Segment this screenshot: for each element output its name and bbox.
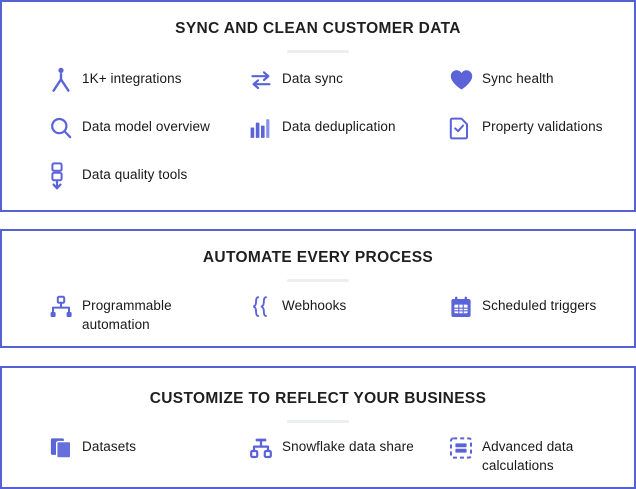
panel-customize-to-reflect-your-business: CUSTOMIZE TO REFLECT YOUR BUSINESS Datas…	[0, 366, 636, 489]
calendar-icon	[449, 292, 475, 322]
panel-gap	[0, 212, 636, 229]
feature-label: Scheduled triggers	[482, 298, 597, 313]
dashed-frame-bars-icon	[449, 433, 475, 463]
feature-item-datasets[interactable]: Datasets	[49, 431, 249, 479]
feature-label: Datasets	[82, 439, 137, 454]
title-divider	[287, 50, 349, 53]
feature-grid: 1K+ integrations Data sync	[2, 63, 634, 207]
feature-label: 1K+ integrations	[82, 71, 182, 86]
feature-item-1k-integrations[interactable]: 1K+ integrations	[49, 63, 249, 111]
stacked-cards-icon	[49, 433, 75, 463]
feature-item-data-model-overview[interactable]: Data model overview	[49, 111, 249, 159]
feature-item-data-deduplication[interactable]: Data deduplication	[249, 111, 449, 159]
panel-title: CUSTOMIZE TO REFLECT YOUR BUSINESS	[149, 390, 487, 407]
panel-gap	[0, 348, 636, 366]
feature-grid: Datasets Snowflake data share	[2, 431, 634, 479]
bar-chart-icon	[249, 113, 275, 143]
curly-braces-icon	[249, 292, 275, 322]
panel-title: AUTOMATE EVERY PROCESS	[202, 249, 434, 266]
grid-spacer	[449, 159, 636, 207]
feature-item-sync-health[interactable]: Sync health	[449, 63, 636, 111]
feature-item-advanced-data-calculations[interactable]: Advanced data calculations	[449, 431, 636, 479]
feature-label: Sync health	[482, 71, 554, 86]
feature-label: Snowflake data share	[282, 439, 414, 454]
arrows-exchange-icon	[249, 65, 275, 95]
feature-label: Data model overview	[82, 119, 210, 134]
feature-item-webhooks[interactable]: Webhooks	[249, 290, 449, 338]
node-tree-icon	[49, 292, 75, 322]
feature-item-data-quality-tools[interactable]: Data quality tools	[49, 159, 249, 207]
feature-label: Advanced data calculations	[482, 439, 574, 473]
filter-funnel-icon	[49, 161, 75, 191]
feature-item-property-validations[interactable]: Property validations	[449, 111, 636, 159]
panel-title: SYNC AND CLEAN CUSTOMER DATA	[175, 20, 461, 37]
feature-label: Programmable automation	[82, 298, 172, 332]
title-divider	[287, 279, 349, 282]
feature-item-data-sync[interactable]: Data sync	[249, 63, 449, 111]
panel-sync-and-clean-customer-data: SYNC AND CLEAN CUSTOMER DATA 1K+ integra…	[0, 0, 636, 212]
panel-automate-every-process: AUTOMATE EVERY PROCESS Programmable auto…	[0, 229, 636, 348]
feature-item-programmable-automation[interactable]: Programmable automation	[49, 290, 249, 338]
feature-grid: Programmable automation Webhooks	[2, 290, 634, 338]
heart-icon	[449, 65, 475, 95]
document-check-icon	[449, 113, 475, 143]
feature-label: Webhooks	[282, 298, 347, 313]
grid-spacer	[249, 159, 449, 207]
feature-item-snowflake-data-share[interactable]: Snowflake data share	[249, 431, 449, 479]
title-divider	[287, 420, 349, 423]
feature-label: Property validations	[482, 119, 603, 134]
feature-label: Data sync	[282, 71, 343, 86]
magnifier-icon	[49, 113, 75, 143]
hierarchy-icon	[249, 433, 275, 463]
integrations-person-icon	[49, 65, 75, 95]
feature-label: Data deduplication	[282, 119, 396, 134]
feature-item-scheduled-triggers[interactable]: Scheduled triggers	[449, 290, 636, 338]
feature-label: Data quality tools	[82, 167, 188, 182]
